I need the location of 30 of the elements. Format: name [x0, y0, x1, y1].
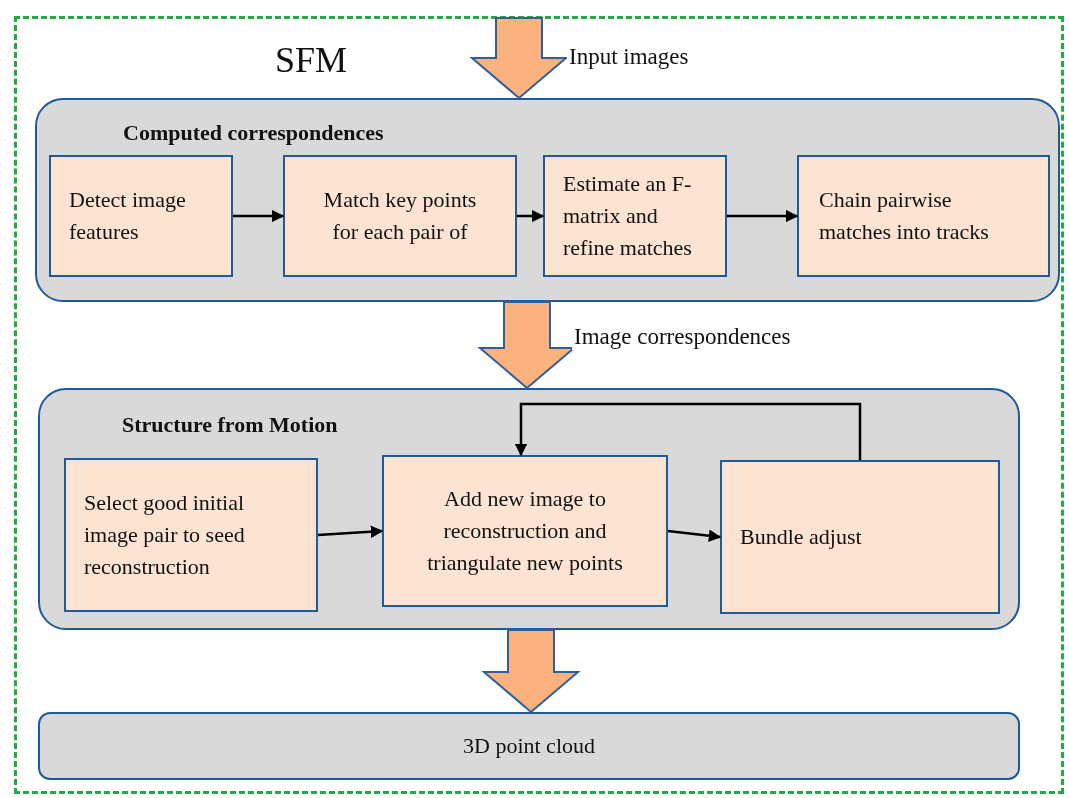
process-box: [720, 460, 1000, 614]
group-heading: Computed correspondences: [123, 120, 384, 146]
boundary-label: SFM: [275, 39, 348, 81]
step-text: Match key points for each pair of: [322, 186, 478, 246]
group-panel: [38, 388, 1020, 630]
process-box: [797, 155, 1050, 277]
step-text: 3D point cloud: [463, 732, 595, 760]
process-box: [543, 155, 727, 277]
group-heading: Structure from Motion: [122, 412, 338, 438]
step-text: Bundle adjust: [740, 523, 862, 551]
process-box: [382, 455, 668, 607]
step-text: Estimate an F-matrix and refine matches: [563, 170, 693, 262]
step-text: Detect image features: [69, 186, 187, 246]
process-box: [49, 155, 233, 277]
arrow: [514, 402, 862, 460]
block-arrow: [481, 629, 581, 714]
output-box: [38, 712, 1020, 780]
process-box: [283, 155, 517, 277]
step-text: Select good initial image pair to seed reconstruction: [84, 489, 246, 581]
process-box: [64, 458, 318, 612]
step-text: Add new image to reconstruction and triangulate new points: [426, 485, 624, 577]
dashed-boundary: [14, 16, 1064, 794]
group-panel: [35, 98, 1060, 302]
block-arrow: [469, 17, 569, 100]
arrow: [727, 209, 799, 223]
arrow: [667, 529, 722, 542]
arrow: [517, 209, 545, 223]
arrow: [233, 209, 285, 223]
step-text: Chain pairwise matches into tracks: [819, 186, 990, 246]
arrow: [317, 525, 384, 538]
